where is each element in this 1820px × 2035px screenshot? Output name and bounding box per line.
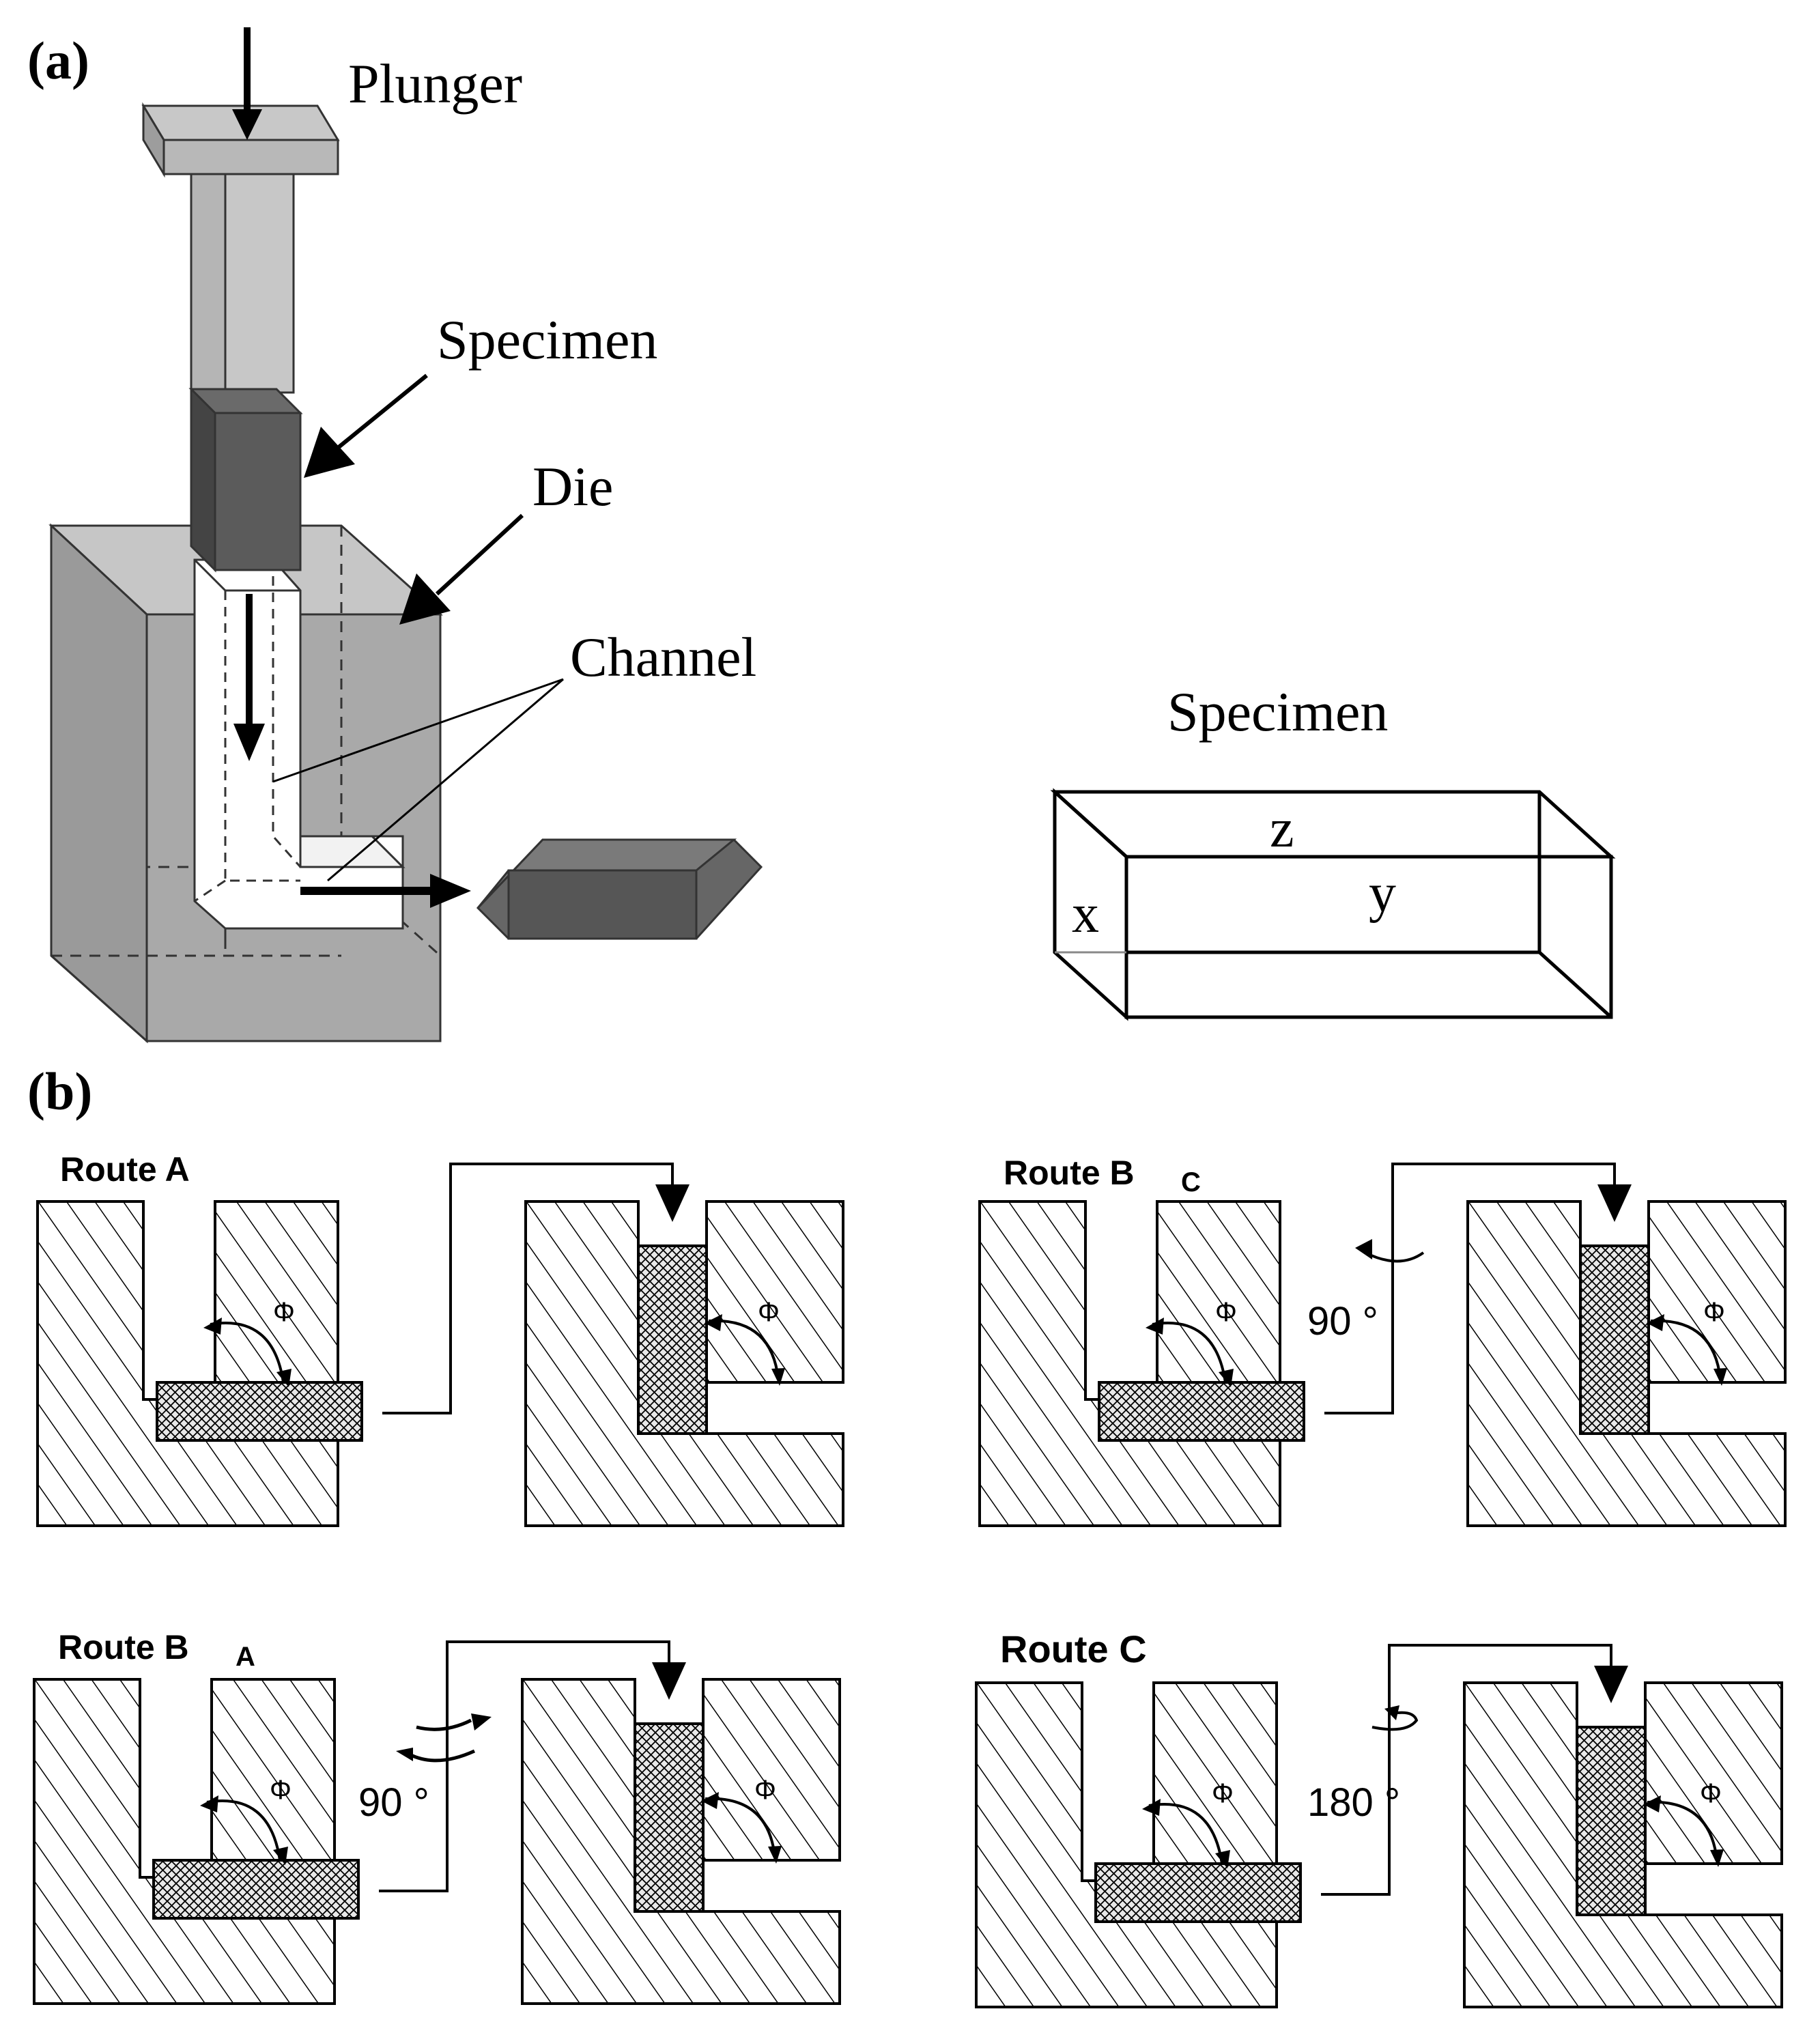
route-subscript: A [236,1642,255,1672]
phi-label: Φ [754,1775,776,1805]
route-name: Route B [1004,1154,1135,1192]
down-arrow-icon [233,724,265,761]
rotation-arrow-icon [416,1718,472,1731]
down-arrow-icon [1594,1666,1628,1703]
route-name: Route A [60,1150,190,1189]
rotation-label: 180 ° [1307,1780,1400,1825]
phi-label: Φ [758,1297,780,1327]
down-arrow-icon [655,1184,689,1222]
plunger [141,102,340,394]
pointer-arrow-icon [399,573,451,625]
phi-label: Φ [270,1775,292,1805]
phi-label: Φ [1215,1297,1237,1327]
panel-a-tag: (a) [27,31,89,90]
axis-z-label: z [1270,799,1294,859]
specimen-axes-box [1050,788,1616,1021]
axis-y-label: y [1369,864,1396,924]
pointer-arrow-icon [304,427,355,478]
rotation-label: 90 ° [358,1780,429,1825]
specimen-block [188,386,303,573]
down-arrow-icon [232,109,262,140]
route-name: Route B [58,1628,189,1666]
rotation-arrow-icon [1371,1711,1419,1731]
specimen-box-title: Specimen [1167,681,1388,743]
phi-label: Φ [1700,1778,1722,1808]
route-subscript: C [1181,1167,1201,1197]
rotation-arrow-icon [1365,1251,1425,1263]
panel-b-tag: (b) [27,1062,92,1121]
down-arrow-icon [1597,1184,1632,1222]
extruded-specimen [476,838,763,940]
plunger-label: Plunger [348,53,522,115]
axis-x-label: x [1072,884,1099,944]
route-name: Route C [1000,1627,1147,1670]
down-arrow-icon [652,1662,686,1700]
route-ba: Route B A Φ Φ 90 ° [33,1628,841,2005]
route-c: Route C Φ Φ 180 ° [975,1627,1783,2008]
die-label: Die [532,455,613,517]
right-arrow-icon [430,874,471,908]
phi-label: Φ [1703,1297,1725,1327]
channel-label: Channel [570,626,756,688]
phi-label: Φ [1212,1778,1234,1808]
phi-label: Φ [273,1297,295,1327]
route-a: Route A Φ Φ [36,1150,844,1527]
route-bc: Route B C Φ Φ 90 ° [978,1154,1787,1527]
specimen-label: Specimen [437,309,657,371]
rotation-label: 90 ° [1307,1299,1378,1343]
